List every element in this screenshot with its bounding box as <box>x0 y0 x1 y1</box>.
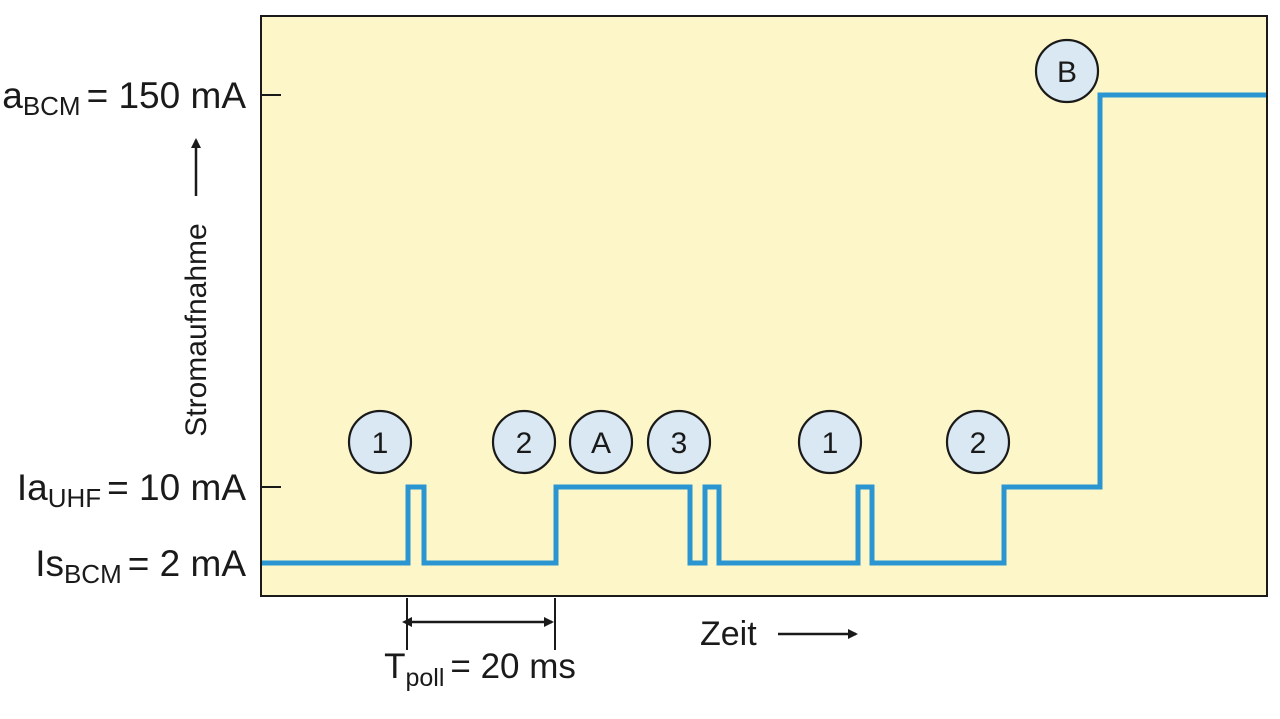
marker-1-second: 1 <box>797 409 863 475</box>
marker-b: B <box>1034 38 1100 104</box>
svg-text:B: B <box>1057 56 1077 89</box>
svg-text:2: 2 <box>970 427 987 460</box>
x-axis-title: Zeit <box>700 615 757 653</box>
interval-label: Tpoll= 20 ms <box>384 647 576 692</box>
svg-text:1: 1 <box>372 427 389 460</box>
marker-3: 3 <box>646 409 712 475</box>
svg-text:3: 3 <box>671 427 688 460</box>
level-label-high: IaBCM= 150 mA <box>0 75 246 121</box>
svg-text:1: 1 <box>822 427 839 460</box>
svg-text:A: A <box>591 427 611 460</box>
marker-2-second: 2 <box>945 409 1011 475</box>
plot-area <box>260 15 1268 597</box>
marker-2-first: 2 <box>491 409 557 475</box>
svg-text:2: 2 <box>516 427 533 460</box>
level-label-mid: IaUHF= 10 mA <box>17 467 246 513</box>
level-label-low: IsBCM= 2 mA <box>35 543 246 589</box>
marker-a: A <box>568 409 634 475</box>
current-signal-trace <box>262 92 1266 566</box>
marker-1-first: 1 <box>347 409 413 475</box>
y-axis-title: Stromaufnahme <box>180 223 213 436</box>
